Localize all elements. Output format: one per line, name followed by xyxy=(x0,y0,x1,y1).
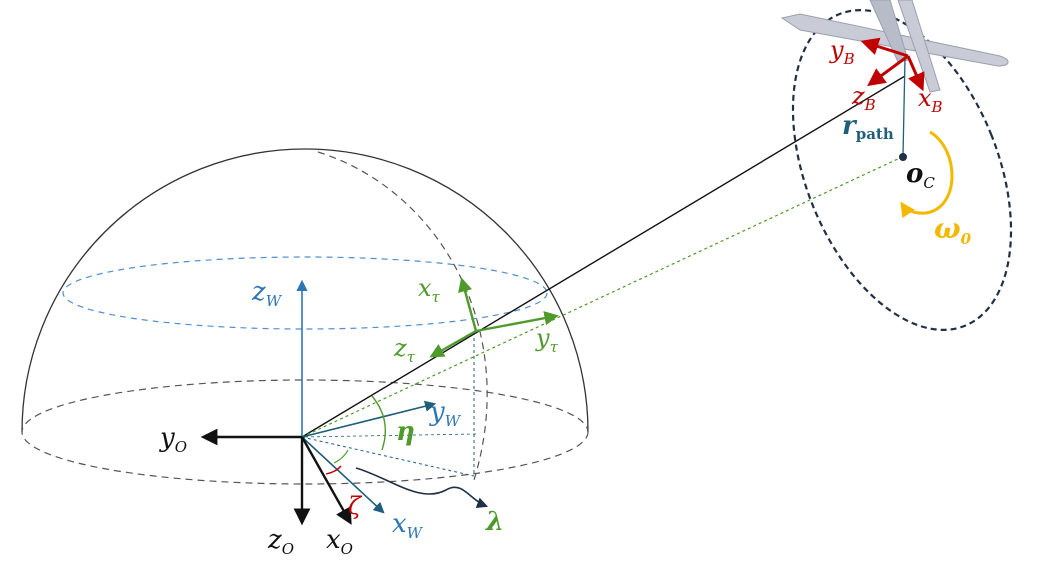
label-eta: η xyxy=(396,417,415,447)
eta-angle-arc xyxy=(371,395,386,451)
center-direction-line xyxy=(301,156,903,438)
x-o-axis xyxy=(300,436,352,525)
hemisphere-outline xyxy=(21,148,589,433)
z-tau-axis xyxy=(429,329,477,358)
meridian-arc xyxy=(317,151,488,481)
center-point xyxy=(899,153,907,161)
label-x-w: xW xyxy=(392,509,424,542)
y-w-axis xyxy=(301,400,437,438)
latitude-circle xyxy=(62,256,548,330)
label-lambda: λ xyxy=(485,507,504,537)
label-y-o: yO xyxy=(159,423,187,456)
omega-rotation-arrow xyxy=(900,130,954,219)
z-b-axis xyxy=(867,54,909,87)
label-y-tau: yτ xyxy=(535,324,559,356)
label-omega: ω0 xyxy=(934,212,972,248)
label-x-b: xB xyxy=(918,84,943,116)
lambda-angle-arc xyxy=(333,449,349,464)
projection-horizontal xyxy=(301,433,477,438)
equator-ellipse-back xyxy=(21,379,589,485)
y-b-axis xyxy=(860,37,909,58)
projection-ground xyxy=(301,436,475,477)
r-path-line xyxy=(902,57,906,157)
label-z-tau: zτ xyxy=(393,334,416,366)
zeta-angle-arc xyxy=(325,465,342,475)
aircraft-icon xyxy=(780,0,1009,93)
x-tau-axis xyxy=(458,277,478,332)
lambda-pointer xyxy=(355,467,489,509)
label-z-o: zO xyxy=(267,525,294,558)
label-z-w: zW xyxy=(251,277,283,310)
label-y-b: yB xyxy=(829,36,855,68)
label-o-c: oC xyxy=(906,159,935,192)
label-x-o: xO xyxy=(326,525,353,558)
label-z-b: zB xyxy=(851,82,876,114)
label-zeta: ζ xyxy=(348,492,363,520)
x-b-axis xyxy=(906,55,925,92)
label-x-tau: xτ xyxy=(418,274,441,306)
label-y-w: yW xyxy=(429,397,462,430)
y-tau-axis xyxy=(475,311,559,333)
flight-path-ellipse xyxy=(791,9,1013,331)
x-w-axis xyxy=(301,436,385,514)
tether-line xyxy=(301,75,906,438)
label-r-path: rpath xyxy=(842,111,894,143)
